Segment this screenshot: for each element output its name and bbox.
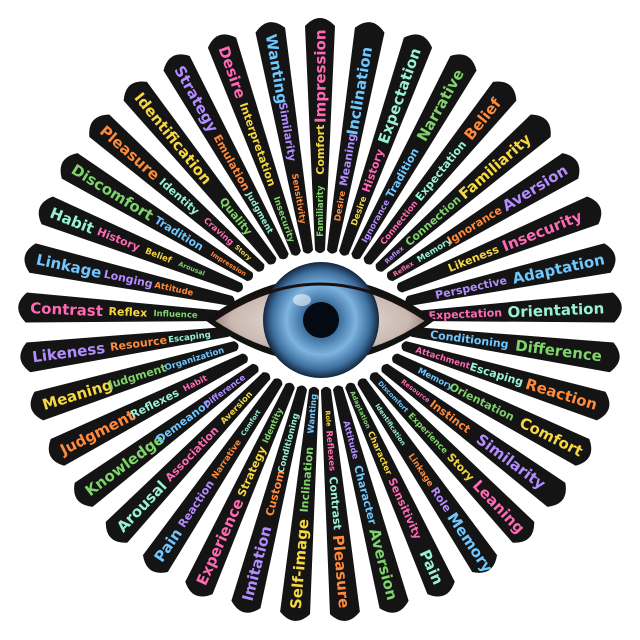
ray-background xyxy=(392,353,592,466)
ray-background xyxy=(339,34,433,256)
word-ray: Orientation Expectation xyxy=(411,292,622,323)
ray-background xyxy=(60,153,254,282)
ray-background xyxy=(333,385,409,613)
ray-background xyxy=(24,243,235,306)
ray-word: Expectation xyxy=(428,306,502,322)
ray-background xyxy=(401,341,610,421)
ray-background xyxy=(18,292,229,323)
ray-background xyxy=(411,292,622,323)
ray-word: Familiarity xyxy=(316,185,326,237)
ray-background xyxy=(357,378,498,573)
ray-background xyxy=(408,326,620,373)
ray-background xyxy=(255,22,314,254)
ray-background xyxy=(20,326,232,373)
ray-word: Reflex xyxy=(108,305,147,320)
ray-background xyxy=(280,386,320,621)
ray-background xyxy=(89,114,265,272)
ray-background xyxy=(30,341,239,421)
ray-background xyxy=(163,54,289,260)
rays-layer: ImpressionComfortFamiliarityInclinationM… xyxy=(18,18,622,621)
ray-background xyxy=(386,153,580,282)
ray-background xyxy=(305,18,335,253)
ray-background xyxy=(207,34,301,256)
eye-highlight xyxy=(293,294,311,306)
ray-word: Role xyxy=(323,410,332,427)
ray-background xyxy=(142,378,283,573)
ray-word: Contrast xyxy=(30,299,103,320)
ray-word: Identity xyxy=(157,176,202,218)
ray-background xyxy=(74,363,259,507)
pupil xyxy=(303,302,339,338)
word-ray: Contrast Reflex Influence xyxy=(18,292,229,323)
ray-word: Contrast xyxy=(326,476,343,530)
ray-background xyxy=(397,196,602,293)
ray-background xyxy=(231,385,307,613)
ray-word: Arousal xyxy=(113,477,170,536)
ray-background xyxy=(375,114,551,272)
ray-word: Perspective xyxy=(434,274,508,302)
ray-background xyxy=(345,382,455,597)
ray-background xyxy=(48,353,248,466)
ray-background xyxy=(381,363,566,507)
ray-background xyxy=(105,372,271,543)
ray-word: Reflexes xyxy=(323,430,336,471)
ray-background xyxy=(351,54,477,260)
ray-word: Orientation xyxy=(507,299,604,321)
eye-icon xyxy=(205,262,435,378)
ray-word: Impression xyxy=(311,29,329,123)
ray-background xyxy=(38,196,243,293)
ray-background xyxy=(185,382,295,597)
ray-background xyxy=(123,81,277,265)
ray-background xyxy=(326,22,385,254)
ray-word: Comfort xyxy=(314,125,327,175)
ray-background xyxy=(405,243,616,306)
ray-word: Inclination xyxy=(298,446,317,513)
ray-word: Influence xyxy=(153,309,198,321)
ray-background xyxy=(320,386,360,621)
ray-background xyxy=(363,81,517,265)
ray-word: Wanting xyxy=(306,393,319,434)
ray-background xyxy=(369,372,535,543)
ray-word: Leaning xyxy=(469,476,528,537)
